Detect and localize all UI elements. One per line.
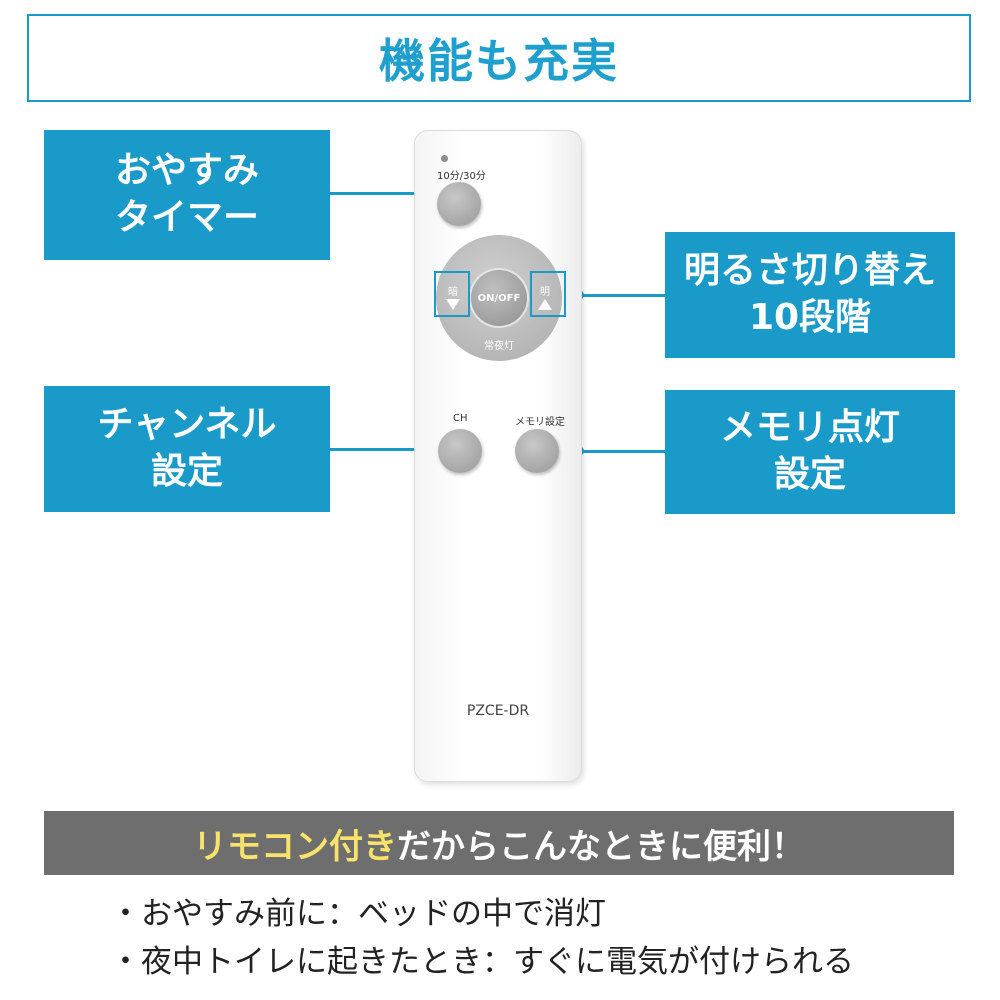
callout-memory-line1: メモリ点灯 bbox=[719, 407, 900, 449]
callout-sleep-timer-line1: おやすみ bbox=[114, 150, 259, 192]
connector-sleep-timer bbox=[330, 192, 430, 195]
connector-brightness bbox=[570, 294, 665, 297]
memory-button[interactable] bbox=[515, 429, 559, 473]
benefit-banner: リモコン付きだからこんなときに便利！ bbox=[44, 811, 954, 875]
banner-text: だからこんなときに便利！ bbox=[397, 826, 805, 867]
night-light-label[interactable]: 常夜灯 bbox=[484, 341, 514, 352]
callout-sleep-timer-line2: タイマー bbox=[114, 197, 259, 238]
callout-sleep-timer: おやすみ タイマー bbox=[44, 130, 330, 260]
banner-highlight: リモコン付き bbox=[193, 826, 397, 867]
callout-memory-line2: 設定 bbox=[773, 454, 846, 495]
dim-label: 暗 bbox=[448, 287, 458, 298]
brighten-arrow-icon[interactable] bbox=[538, 299, 552, 310]
connector-memory bbox=[572, 450, 665, 453]
dim-button-highlight bbox=[434, 271, 470, 317]
on-off-label: ON/OFF bbox=[477, 292, 521, 304]
ch-button-label: CH bbox=[453, 413, 468, 424]
memory-button-label: メモリ設定 bbox=[515, 417, 565, 428]
model-number: PZCE-DR bbox=[466, 703, 530, 719]
indicator-led bbox=[441, 155, 448, 162]
timer-button[interactable] bbox=[437, 182, 481, 226]
light-dpad: ON/OFF 暗 明 常夜灯 bbox=[436, 235, 562, 361]
remote-control: 10分/30分 全灯 ON/OFF 暗 明 常夜灯 CH メモリ設定 PZCE-… bbox=[414, 130, 582, 782]
callout-channel-line1: チャンネル bbox=[97, 404, 277, 446]
on-off-button[interactable]: ON/OFF bbox=[471, 270, 527, 326]
callout-memory: メモリ点灯 設定 bbox=[665, 390, 955, 514]
callout-channel-line2: 設定 bbox=[150, 451, 223, 492]
callout-brightness: 明るさ切り替え 10段階 bbox=[665, 232, 955, 358]
bullet-item: ・おやすみ前に：ベッドの中で消灯 bbox=[110, 896, 606, 932]
bright-button-highlight bbox=[530, 271, 566, 317]
dim-arrow-icon[interactable] bbox=[446, 299, 460, 310]
connector-channel bbox=[330, 448, 430, 451]
callout-channel: チャンネル 設定 bbox=[44, 386, 330, 512]
bright-label: 明 bbox=[540, 287, 550, 298]
bullet-item: ・夜中トイレに起きたとき：すぐに電気が付けられる bbox=[110, 944, 854, 980]
callout-brightness-line2: 10段階 bbox=[748, 297, 872, 338]
ch-button[interactable] bbox=[438, 429, 482, 473]
callout-brightness-line1: 明るさ切り替え bbox=[683, 250, 936, 292]
page-title: 機能も充実 bbox=[27, 14, 971, 102]
timer-button-label: 10分/30分 bbox=[437, 171, 486, 182]
